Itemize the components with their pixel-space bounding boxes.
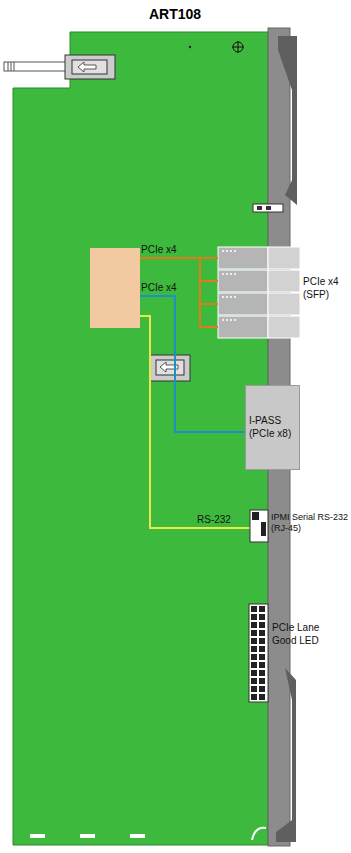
component-label: IPMI Serial RS-232 (RJ-45) xyxy=(271,512,349,535)
led xyxy=(259,678,265,684)
led-block xyxy=(249,604,268,702)
board xyxy=(13,32,268,845)
top-handle xyxy=(278,36,297,205)
ejector-box xyxy=(65,55,115,79)
connector-box: I-PASS (PCIe x8) xyxy=(245,385,300,470)
led xyxy=(259,630,265,636)
board-title: ART108 xyxy=(149,6,201,22)
led xyxy=(251,678,257,684)
led xyxy=(251,670,257,676)
small-connector xyxy=(253,204,283,212)
edge-tab xyxy=(80,834,95,838)
connector-pins xyxy=(257,206,271,210)
led xyxy=(251,646,257,652)
chip xyxy=(90,248,140,328)
led xyxy=(259,646,265,652)
connector-label: IPMI Serial RS-232 (RJ-45) xyxy=(271,512,349,535)
led xyxy=(259,662,265,668)
led xyxy=(259,606,265,612)
led xyxy=(259,622,265,628)
sfp-cage xyxy=(218,316,268,338)
led xyxy=(251,638,257,644)
sfp-front xyxy=(268,247,300,269)
connector-label: PCIe x4 (SFP) xyxy=(303,276,348,301)
led xyxy=(259,686,265,692)
signal-name: PCIe x4 xyxy=(141,282,177,294)
edge-tab xyxy=(130,834,145,838)
ejector-box xyxy=(150,355,190,381)
ejector-inner xyxy=(156,360,184,375)
sfp-front xyxy=(268,293,300,315)
serial-trace xyxy=(140,316,250,528)
led xyxy=(259,670,265,676)
arrow-symbol xyxy=(78,62,96,72)
mount-dot xyxy=(189,46,191,48)
edge-curl xyxy=(252,828,266,840)
led xyxy=(251,694,257,700)
sfp-cage xyxy=(218,293,268,315)
ejector-lever xyxy=(4,62,67,71)
led xyxy=(251,630,257,636)
sfp-front xyxy=(268,270,300,292)
sfp-cages xyxy=(218,247,300,338)
led xyxy=(251,654,257,660)
rj45-contacts xyxy=(252,512,266,536)
mount-hole xyxy=(233,42,243,52)
led xyxy=(259,638,265,644)
sfp-front xyxy=(268,316,300,338)
led xyxy=(259,694,265,700)
component-label: PCIe Lane Good LED xyxy=(272,622,334,647)
led xyxy=(251,662,257,668)
sfp-dots xyxy=(222,251,236,320)
led-label: PCIe Lane Good LED xyxy=(272,622,334,647)
component-label: I-PASS (PCIe x8) xyxy=(249,415,296,440)
rj45-jack xyxy=(250,510,268,542)
ejector-inner xyxy=(72,60,107,74)
led-array xyxy=(249,604,268,702)
sfp-cage xyxy=(218,270,268,292)
edge-tab xyxy=(30,834,45,838)
signal-name: PCIe x4 xyxy=(141,244,177,256)
component-label: PCIe x4 (SFP) xyxy=(303,276,348,301)
led xyxy=(251,606,257,612)
signal-name: RS-232 xyxy=(197,514,231,526)
led xyxy=(259,654,265,660)
crosshair xyxy=(232,41,244,53)
led xyxy=(251,614,257,620)
led xyxy=(259,614,265,620)
pcie-trace xyxy=(140,258,218,327)
led xyxy=(251,686,257,692)
bottom-handle xyxy=(276,668,296,842)
lever-grip xyxy=(8,62,14,71)
led xyxy=(251,622,257,628)
sfp-cage xyxy=(218,247,268,269)
pcie-trace xyxy=(140,296,245,432)
